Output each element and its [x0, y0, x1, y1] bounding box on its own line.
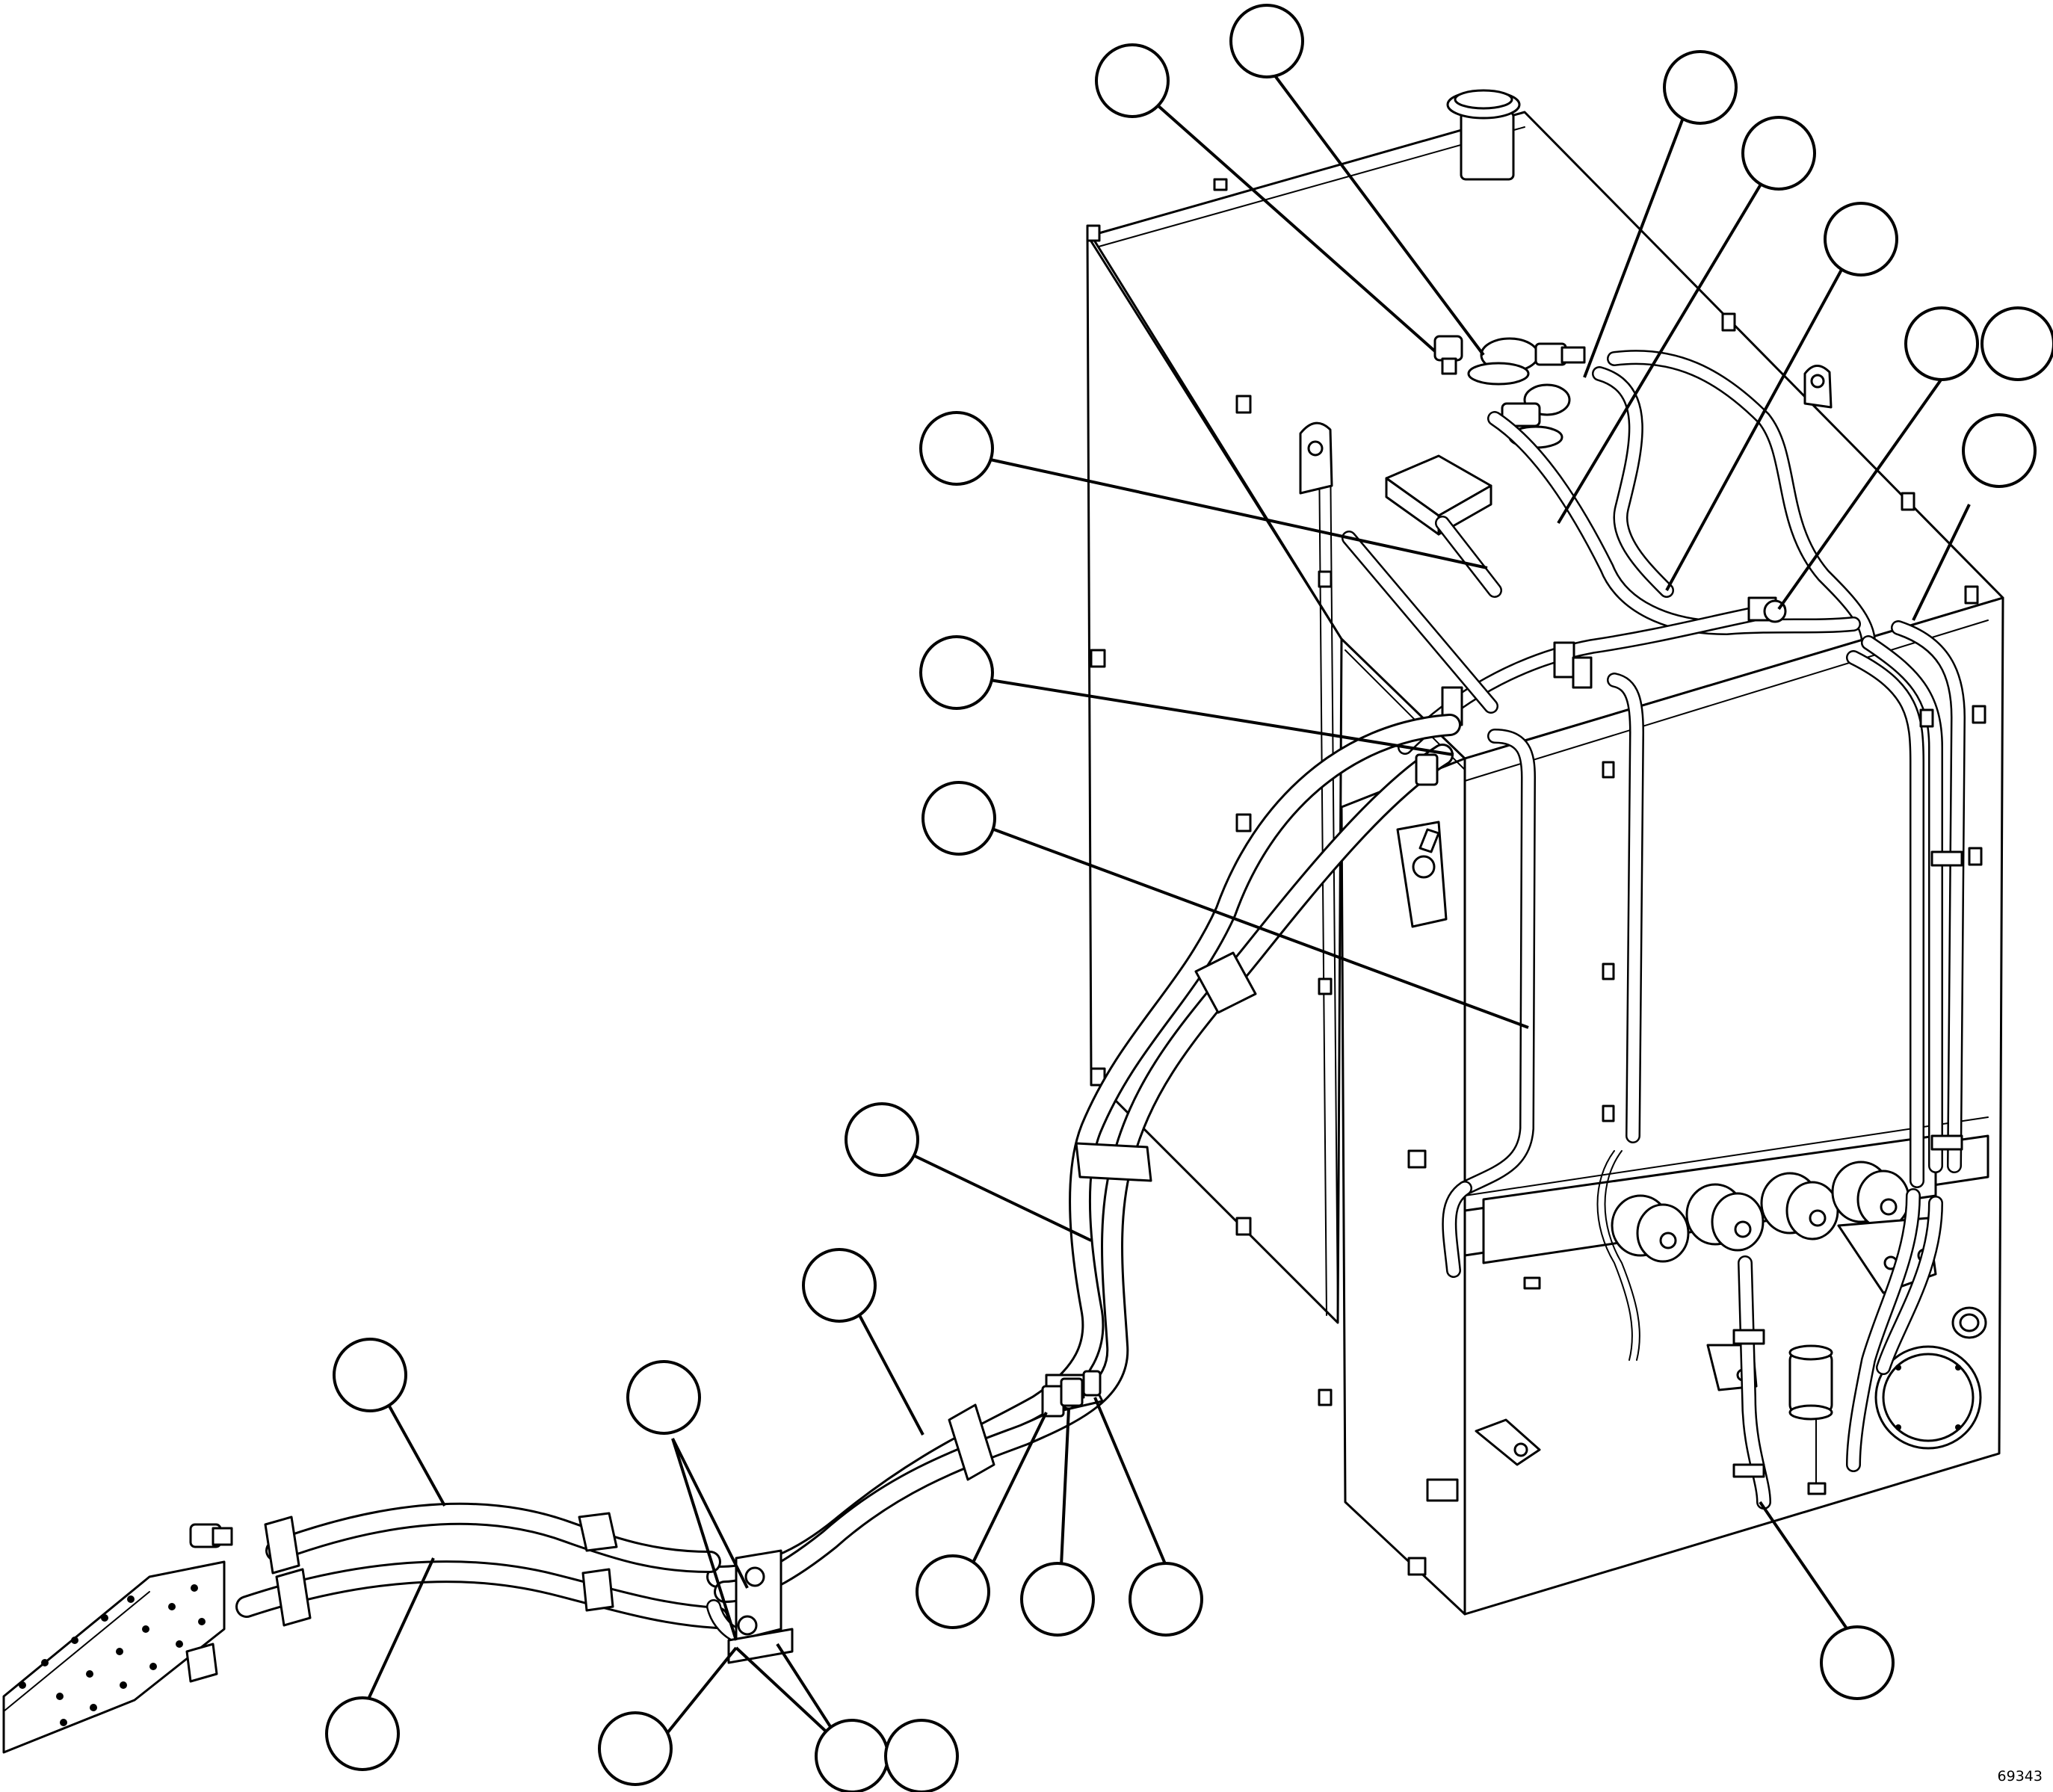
pump-mounting-plate: [2, 1523, 233, 1754]
callout-23: [884, 1719, 959, 1792]
callout-8: [1962, 413, 2037, 488]
solenoid-3: [1760, 1172, 1839, 1241]
callout-9: [919, 411, 994, 486]
callout-11: [921, 781, 996, 856]
tank-hose-clamps: [1441, 596, 1986, 1478]
callout-4: [1741, 116, 1816, 191]
callout-1: [1229, 4, 1304, 78]
solenoid-1: [1611, 1194, 1690, 1263]
callout-19: [1820, 1625, 1895, 1700]
figure-id: 69343: [1997, 1768, 2043, 1785]
callout-5: [1824, 202, 1898, 276]
solenoid-2: [1685, 1183, 1765, 1252]
callout-6: [1904, 306, 1979, 381]
callout-16: [916, 1554, 990, 1629]
route-fittings: [1041, 753, 1440, 1418]
inspection-cover: [1874, 1306, 1987, 1450]
callout-17: [1020, 1562, 1095, 1637]
tank-filler-cap: [1446, 89, 1521, 181]
callout-14: [333, 1338, 407, 1412]
callout-22: [815, 1719, 889, 1792]
callout-20: [325, 1696, 400, 1771]
solenoid-4: [1831, 1161, 1910, 1229]
callout-12: [845, 1102, 919, 1177]
callouts: [325, 4, 2053, 1792]
tank-top-fittings: [1433, 335, 1586, 449]
tank-mounting-tabs: [1086, 178, 1979, 1576]
tank-lifting-eyes: [1299, 365, 1833, 495]
callout-10: [919, 635, 994, 710]
filter-canister: [1788, 1344, 1833, 1495]
tank-top-sensor-block: [1385, 454, 1502, 598]
callout-21: [598, 1711, 673, 1786]
valve-bank: [1482, 1134, 1937, 1294]
callout-13: [802, 1248, 877, 1323]
callout-18: [1129, 1562, 1203, 1637]
leader-lines: [365, 58, 1971, 1750]
callout-7: [1981, 306, 2053, 381]
callout-2: [1095, 43, 1170, 118]
callout-15: [626, 1360, 701, 1435]
callout-3: [1663, 50, 1738, 125]
